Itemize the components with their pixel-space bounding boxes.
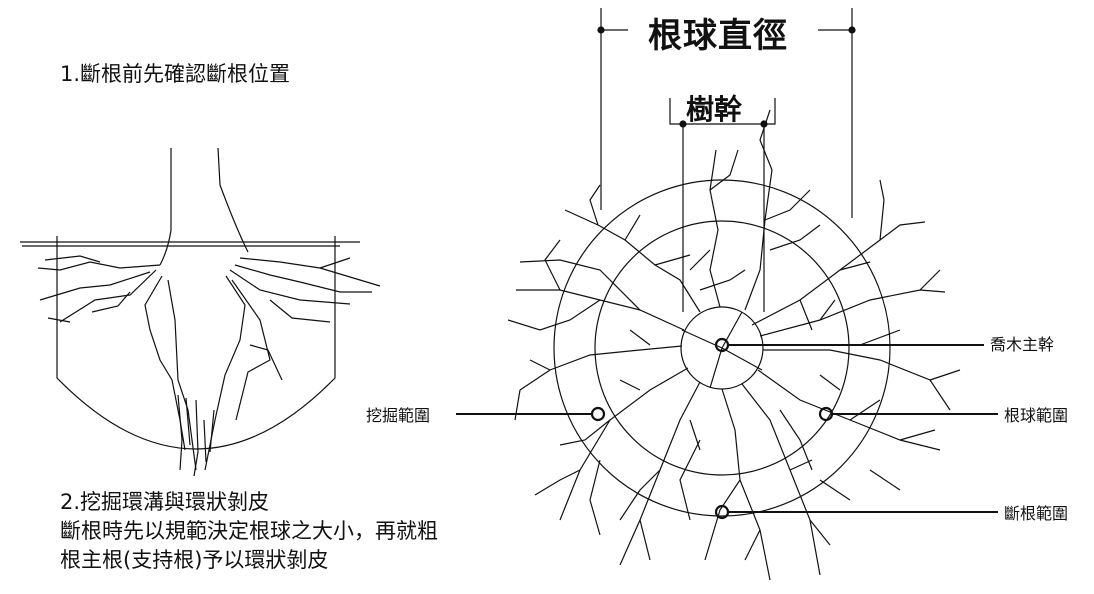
step1-text: 1.斷根前先確認斷根位置 xyxy=(60,62,291,86)
pit-cross-section xyxy=(20,147,381,477)
trunk-label: 樹幹 xyxy=(686,93,743,126)
step2-desc-line2: 根主根(支持根)予以環狀剝皮 xyxy=(60,548,329,572)
callout-tree-trunk: 喬木主幹 xyxy=(990,335,1055,354)
dim-dot xyxy=(848,26,856,34)
marker-dig xyxy=(590,406,606,422)
step2-desc-line1: 斷根時先以規範決定根球之大小，再就粗 xyxy=(60,519,438,543)
middle-circle xyxy=(594,220,850,476)
plan-view xyxy=(456,8,998,581)
trunk-right xyxy=(217,147,249,253)
roots-left xyxy=(37,255,197,471)
dim-dot xyxy=(597,26,605,34)
callout-dig-range: 挖掘範圍 xyxy=(366,406,431,425)
dim-trunk xyxy=(669,98,776,312)
roots-right xyxy=(204,257,381,471)
trunk-left xyxy=(159,148,172,266)
root-tips xyxy=(177,394,215,477)
step2-text: 2.挖掘環溝與環狀剝皮 斷根時先以規範決定根球之大小，再就粗 根主根(支持根)予… xyxy=(60,488,438,575)
callout-root-ball-range: 根球範圍 xyxy=(1004,406,1069,425)
dim-dot xyxy=(679,120,687,128)
step2-title: 2.挖掘環溝與環狀剝皮 xyxy=(60,490,270,514)
dim-root-ball xyxy=(600,8,853,218)
callout-root-cut-range: 斷根範圍 xyxy=(1004,504,1069,523)
outer-circle xyxy=(553,179,891,517)
pit-outline xyxy=(56,236,336,450)
root-ball-diameter-label: 根球直徑 xyxy=(648,16,788,56)
trunk-wedges xyxy=(681,311,763,389)
roots-plan xyxy=(507,109,961,581)
roots-plan-fine xyxy=(589,224,901,536)
ground-line xyxy=(20,241,360,247)
